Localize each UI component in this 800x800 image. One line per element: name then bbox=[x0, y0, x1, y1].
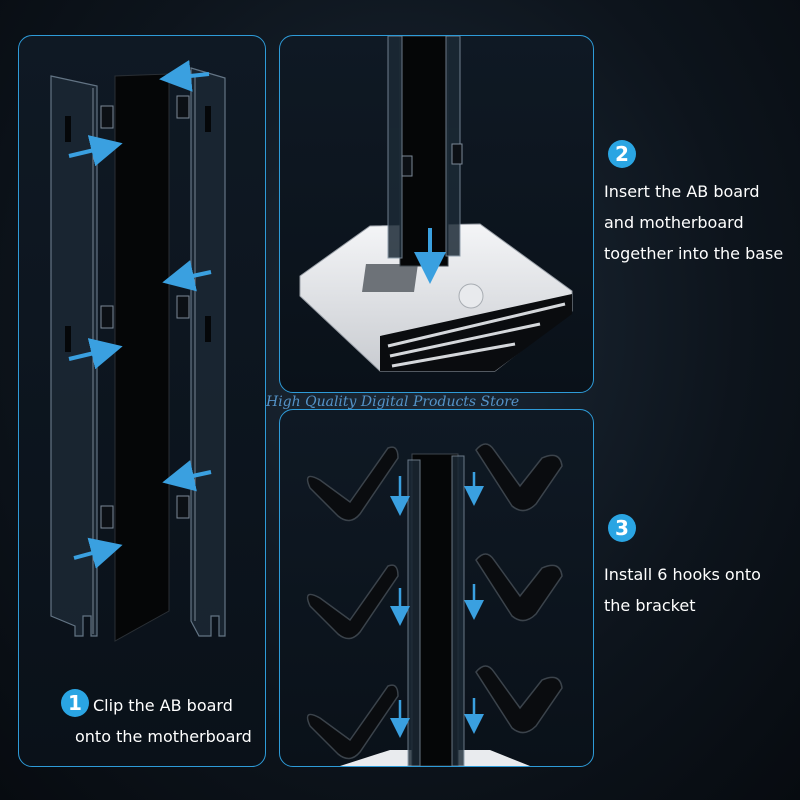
step-3-text: Install 6 hooks onto the bracket bbox=[604, 559, 761, 621]
arrow-left-2 bbox=[68, 338, 123, 370]
hook-right-bottom bbox=[475, 665, 563, 734]
arrow-left-1 bbox=[68, 135, 123, 167]
step-1-badge: 1 bbox=[61, 689, 89, 717]
hook-right-top bbox=[475, 443, 563, 512]
step-3-badge: 3 bbox=[608, 514, 636, 542]
step-2-badge: 2 bbox=[608, 140, 636, 168]
arrow-right-2 bbox=[162, 260, 212, 292]
right-acrylic-board bbox=[190, 67, 226, 637]
step-3-diagram bbox=[306, 443, 563, 766]
hook-left-top bbox=[306, 446, 399, 522]
arrow-right-3 bbox=[162, 460, 212, 492]
step-3-line-2: the bracket bbox=[604, 596, 696, 615]
base-button bbox=[458, 283, 484, 309]
step-3-line-1: Install 6 hooks onto bbox=[604, 565, 761, 584]
black-motherboard bbox=[114, 73, 170, 642]
store-watermark: High Quality Digital Products Store bbox=[266, 394, 520, 410]
step-2-diagram bbox=[299, 36, 573, 372]
step-3-illustration bbox=[279, 409, 594, 767]
arrow-right-1 bbox=[159, 59, 210, 92]
hook-right-middle bbox=[475, 553, 563, 622]
arrow-left-3 bbox=[73, 537, 123, 569]
step-1-line-1: Clip the AB board bbox=[93, 696, 233, 715]
step-1-text: Clip the AB board onto the motherboard bbox=[75, 690, 252, 752]
step-1-line-2: onto the motherboard bbox=[75, 727, 252, 746]
step-2-line-3: together into the base bbox=[604, 244, 784, 263]
hook-left-bottom bbox=[306, 684, 399, 760]
hook-left-middle bbox=[306, 564, 399, 640]
step-2-line-1: Insert the AB board bbox=[604, 182, 760, 201]
step-2-line-2: and motherboard bbox=[604, 213, 744, 232]
step-1-illustration: 1 Clip the AB board onto the motherboard bbox=[18, 35, 266, 767]
step-2-illustration bbox=[279, 35, 594, 393]
step-2-text: Insert the AB board and motherboard toge… bbox=[604, 176, 783, 269]
column-assembly bbox=[399, 36, 449, 267]
step-1-diagram bbox=[50, 59, 226, 642]
